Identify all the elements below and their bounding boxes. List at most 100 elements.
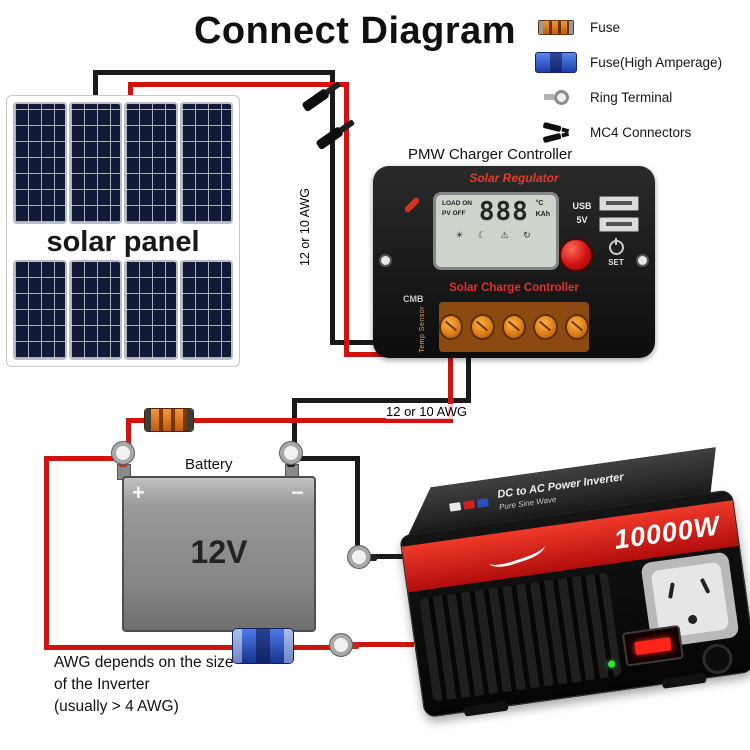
- wire-positive-loop-drop: [44, 456, 49, 650]
- lcd-unit-temp: °C: [535, 200, 544, 207]
- wire-pv-negative-run: [93, 70, 335, 75]
- wire-controller-positive-run: [190, 418, 453, 423]
- wire-controller-positive-drop: [448, 352, 453, 422]
- wire-pv-positive-drop: [344, 82, 349, 357]
- mc4-connector: [314, 114, 360, 152]
- ring-terminal-battery-negative: [280, 442, 302, 467]
- solar-panel-row: [15, 262, 231, 358]
- lcd-flags: LOAD ON PV OFF: [442, 200, 472, 217]
- terminal-screw-icon: [564, 314, 590, 340]
- fuse-high-amperage-inline: [232, 628, 294, 664]
- mc4-connectors-icon: [532, 121, 580, 143]
- inverter-badges: [449, 498, 489, 511]
- solar-panel-module: [126, 262, 176, 358]
- badge-icon: [477, 498, 489, 507]
- wire-negative-to-inverter-drop: [355, 456, 360, 556]
- wire-pv-negative-drop: [330, 70, 335, 345]
- solar-panel: solar panel: [6, 95, 240, 367]
- terminal-screw-icon: [470, 314, 495, 340]
- fuse-inline: [144, 408, 194, 432]
- wire-battery-positive-drop: [126, 418, 131, 450]
- battery-title: Battery: [185, 456, 233, 473]
- wire-negative-to-inverter: [368, 554, 408, 559]
- usb-label: USB: [572, 201, 592, 211]
- legend-label: Fuse: [590, 19, 621, 35]
- usb-port-icon: [599, 217, 639, 232]
- usb-label-group: USB 5V: [567, 200, 597, 227]
- ring-terminal-icon: [532, 89, 580, 105]
- battery-voltage: 12V: [190, 534, 248, 570]
- solar-panel-label: solar panel: [46, 226, 200, 258]
- lcd-display: LOAD ON PV OFF 888 °C KAh ☀ ☾ ⚠ ↻: [433, 192, 559, 270]
- legend-item-mc4-connectors: MC4 Connectors: [532, 119, 748, 145]
- legend-label: MC4 Connectors: [590, 124, 692, 140]
- set-label-group: SET: [599, 238, 633, 267]
- terminal-screw-icon: [501, 314, 527, 340]
- fuse-high-amperage-icon: [532, 51, 580, 73]
- pv-wire-gauge-label: 12 or 10 AWG: [297, 186, 313, 269]
- controller-title: PMW Charger Controller: [408, 146, 573, 163]
- solar-panel-module: [70, 262, 120, 358]
- lcd-unit-capacity: KAh: [535, 211, 550, 218]
- wire-pv-positive-run: [128, 82, 349, 87]
- terminal-screw-icon: [438, 314, 464, 340]
- solar-panel-module: [15, 104, 65, 222]
- heatsink-fins: [419, 572, 622, 702]
- controller-brand: Solar Regulator: [469, 171, 559, 185]
- legend: Fuse Fuse(High Amperage) Ring Terminal M…: [532, 14, 748, 154]
- wire-fuse-to-battery: [126, 418, 148, 423]
- controller-subtitle: Solar Charge Controller: [449, 282, 579, 294]
- power-inverter: DC to AC Power Inverter Pure Sine Wave 1…: [393, 446, 750, 728]
- legend-label: Fuse(High Amperage): [590, 54, 723, 70]
- awg-note-line: of the Inverter: [54, 676, 150, 693]
- wire-positive-loop-run: [44, 645, 238, 650]
- ring-terminal-inverter-negative: [348, 546, 377, 568]
- awg-note-line: AWG depends on the size: [54, 654, 234, 671]
- signature-swoosh-icon: [486, 536, 548, 571]
- lcd-units: °C KAh: [536, 200, 550, 218]
- usb-voltage-label: 5V: [576, 214, 588, 225]
- wire-positive-to-inverter: [350, 642, 414, 647]
- solar-panel-module: [126, 104, 176, 222]
- temp-sensor-label: Temp Sensor: [419, 306, 426, 353]
- lcd-pv-off: PV OFF: [442, 210, 466, 218]
- wire-battery-positive-out: [44, 456, 118, 461]
- battery: + − 12V: [122, 476, 316, 632]
- battery-positive-sign: +: [132, 480, 145, 505]
- solar-panel-row: [15, 104, 231, 222]
- inverter-power-rating: 10000W: [612, 509, 722, 555]
- wire-controller-negative-run: [292, 398, 471, 403]
- set-button[interactable]: [559, 238, 593, 272]
- wire-battery-negative-out: [298, 456, 360, 461]
- lcd-digits: 888: [478, 197, 529, 227]
- controller-model: CMB: [403, 294, 424, 304]
- solar-panel-module: [181, 262, 231, 358]
- mounting-hole-icon: [636, 254, 649, 267]
- battery-negative-sign: −: [291, 480, 304, 505]
- legend-item-fuse: Fuse: [532, 14, 748, 40]
- ring-terminal-battery-positive: [112, 442, 134, 467]
- wire-fuse-to-inverter: [292, 645, 334, 650]
- wire-pv-negative-stub: [93, 70, 98, 97]
- dc-port: [700, 641, 735, 676]
- legend-label: Ring Terminal: [590, 89, 673, 105]
- page-title: Connect Diagram: [193, 10, 517, 52]
- ring-terminal-inverter-positive: [330, 634, 359, 656]
- usb-ports: [599, 196, 639, 232]
- set-label: SET: [608, 258, 624, 267]
- mounting-hole-icon: [379, 254, 392, 267]
- wire-battery-negative-drop: [292, 398, 297, 448]
- fuse-icon: [532, 19, 580, 35]
- awg-note-line: (usually > 4 AWG): [54, 698, 179, 715]
- legend-item-fuse-high-amperage: Fuse(High Amperage): [532, 49, 748, 75]
- lcd-top-row: LOAD ON PV OFF 888 °C KAh: [442, 197, 550, 227]
- brand-mark-icon: [403, 196, 421, 214]
- terminal-block: [438, 302, 590, 352]
- solar-panel-module: [70, 104, 120, 222]
- solar-panel-module: [15, 262, 65, 358]
- wire-controller-negative-drop: [466, 352, 471, 402]
- usb-port-icon: [599, 196, 639, 211]
- lcd-load-on: LOAD ON: [442, 200, 472, 207]
- terminal-screw-icon: [533, 314, 558, 340]
